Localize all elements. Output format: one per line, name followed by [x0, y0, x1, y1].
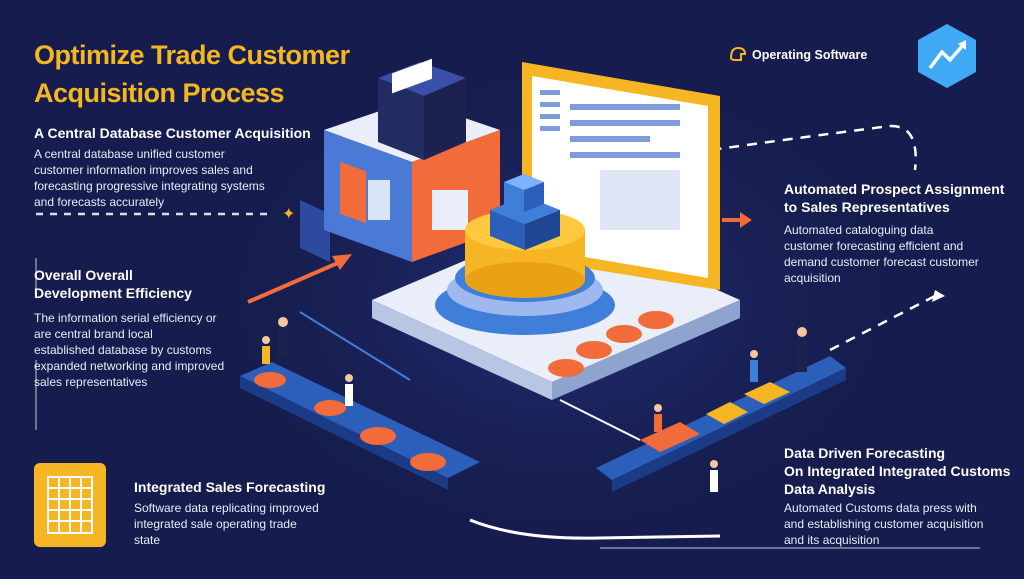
app-logo-icon [918, 24, 976, 88]
overall-development-body: The information serial efficiency or are… [34, 311, 225, 389]
integrated-sales-body: Software data replicating improved integ… [134, 501, 319, 547]
automated-prospect-heading: Automated Prospect Assignment to Sales R… [784, 181, 1005, 215]
integrated-sales-heading: Integrated Sales Forecasting [134, 479, 326, 495]
operating-software-label: Operating Software [752, 48, 868, 62]
operating-software-icon [729, 46, 747, 61]
people-figures [262, 317, 807, 492]
overall-development-heading: Overall Overall Development Efficiency [34, 267, 192, 301]
svg-text:✦: ✦ [282, 204, 295, 223]
data-driven-heading: Data Driven Forecasting On Integrated In… [784, 445, 1011, 497]
page-title: Optimize Trade Customer Acquisition Proc… [34, 40, 350, 108]
data-driven-body: Automated Customs data press with and es… [784, 501, 984, 547]
central-database-heading: A Central Database Customer Acquisition [34, 125, 311, 141]
grid-table-icon [34, 463, 106, 547]
connector-lines [35, 124, 980, 549]
central-database-body: A central database unified customer cust… [34, 147, 265, 209]
automated-prospect-body: Automated cataloguing data customer fore… [784, 223, 979, 285]
